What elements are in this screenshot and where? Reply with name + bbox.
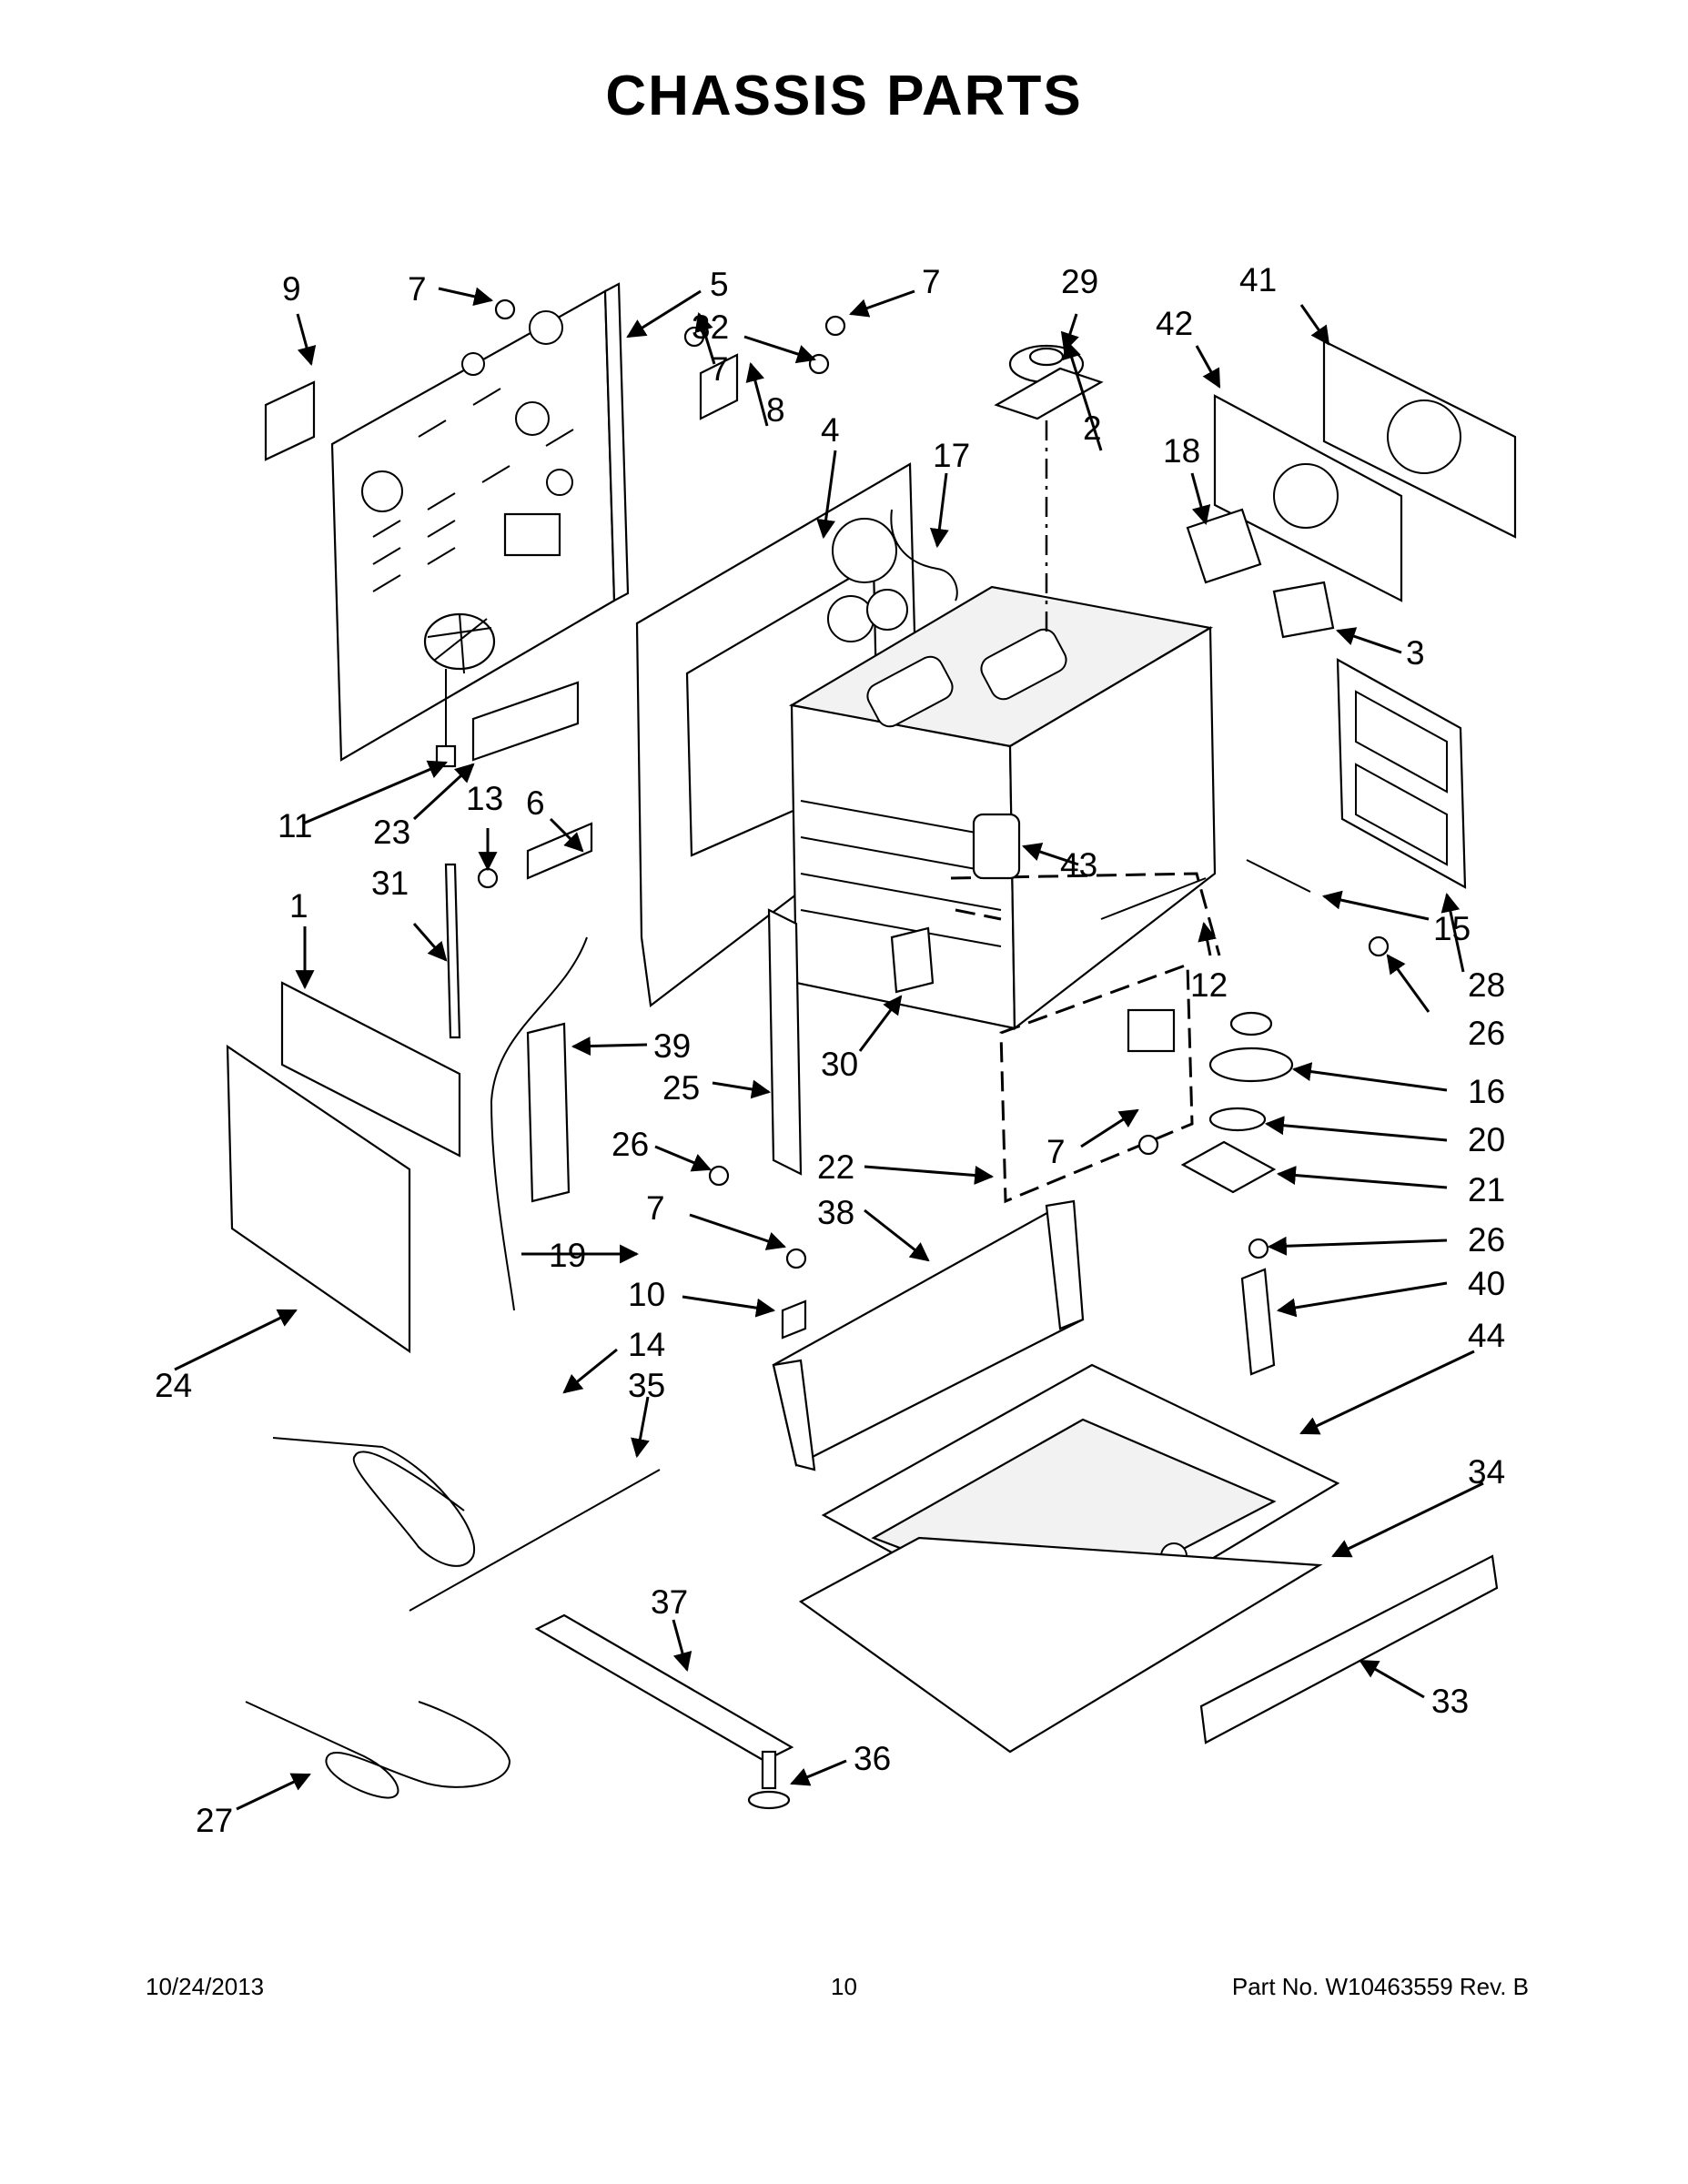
tube-17-part [890,509,958,602]
panel-24-part [226,1044,411,1354]
callout-20: 20 [1468,1121,1505,1158]
callout-33: 33 [1431,1683,1469,1720]
callout-12: 12 [1190,966,1228,1004]
callout-38: 38 [817,1194,854,1231]
callout-21: 21 [1468,1171,1505,1208]
callout-44: 44 [1468,1317,1505,1354]
callout-14: 14 [628,1326,665,1363]
bracket-18-part [1186,508,1262,584]
side-panel-28-part [1336,658,1467,889]
callout-16: 16 [1468,1073,1505,1110]
sensor-8-part [699,353,739,420]
callout-27: 27 [196,1802,233,1839]
callout-7: 7 [710,350,729,388]
bracket-3-part [1272,581,1335,639]
strip-31-part [444,863,461,1039]
callout-19: 19 [549,1237,586,1274]
cover-plate-9-part [264,380,316,461]
callout-40: 40 [1468,1265,1505,1302]
callout-39: 39 [653,1027,691,1065]
callout-13: 13 [466,780,503,817]
hose-19-part [490,936,588,1311]
burner-base-16-part [1208,1011,1294,1083]
callout-30: 30 [821,1046,858,1083]
callout-43: 43 [1060,846,1097,884]
callout-7: 7 [408,270,427,308]
bracket-29-part [994,367,1104,420]
gasket-21-part [1180,1140,1277,1194]
callout-24: 24 [155,1367,192,1404]
callout-32: 32 [692,308,729,346]
panel-1-part [280,981,461,1158]
callout-8: 8 [766,391,785,429]
callout-7: 7 [922,263,941,300]
bottom-tray-34-part [798,1536,1323,1754]
page-title: CHASSIS PARTS [605,65,1083,127]
wire-cover-23-part [471,681,580,762]
callout-9: 9 [282,270,301,308]
rear-panel-part [330,282,630,762]
broil-element-27-part [245,1701,511,1799]
callout-5: 5 [710,266,729,303]
callout-29: 29 [1061,263,1098,300]
callout-1: 1 [289,887,308,925]
callout-35: 35 [628,1367,665,1404]
part-number: Part No. W10463559 Rev. B [1231,1973,1529,2000]
callout-36: 36 [854,1740,891,1777]
callout-22: 22 [817,1148,854,1186]
callout-41: 41 [1239,261,1277,298]
fan-cover-42-part [1213,394,1403,602]
callout-31: 31 [371,864,409,902]
callout-labels: 9 7 5 7 29 41 42 32 7 8 4 17 2 18 3 11 2… [155,261,1505,1839]
callout-26: 26 [612,1126,649,1163]
callout-4: 4 [821,411,840,449]
callout-11: 11 [278,807,312,844]
callout-10: 10 [628,1276,665,1313]
callout-6: 6 [526,784,545,822]
igniter-43-part [972,813,1021,880]
callout-26: 26 [1468,1015,1505,1052]
page-number: 10 [831,1973,857,2000]
callout-34: 34 [1468,1453,1505,1491]
print-date: 10/24/2013 [146,1973,265,2000]
callout-23: 23 [373,814,410,851]
callout-3: 3 [1406,634,1425,672]
callout-7: 7 [646,1189,665,1227]
screw-group [477,298,1390,1269]
callout-leader-lines [174,287,1484,1811]
bracket-30-part [890,926,935,994]
bracket-10-part [781,1299,807,1340]
oven-cavity-part [788,585,1221,1031]
callout-18: 18 [1163,432,1200,470]
channel-25-part [767,908,803,1176]
screen-20-part [1208,1107,1267,1132]
callout-26: 26 [1468,1221,1505,1259]
rail-35-part [409,1469,661,1612]
kick-plate-33-part [1199,1554,1499,1744]
callout-37: 37 [651,1583,688,1621]
bracket-40-part [1240,1268,1276,1376]
fan-element-41-part [1322,339,1517,539]
callout-7: 7 [1046,1133,1066,1170]
callout-15: 15 [1433,910,1471,947]
rail-37-part [534,1613,794,1763]
bake-element-14-part [272,1437,476,1567]
callout-25: 25 [662,1069,700,1107]
callout-28: 28 [1468,966,1505,1004]
callout-2: 2 [1083,410,1102,447]
callout-42: 42 [1156,305,1193,342]
bracket-39-part [526,1022,571,1203]
leveling-leg-36-part [747,1750,791,1810]
wiring-box-22-part [999,962,1194,1204]
callout-17: 17 [933,437,970,474]
